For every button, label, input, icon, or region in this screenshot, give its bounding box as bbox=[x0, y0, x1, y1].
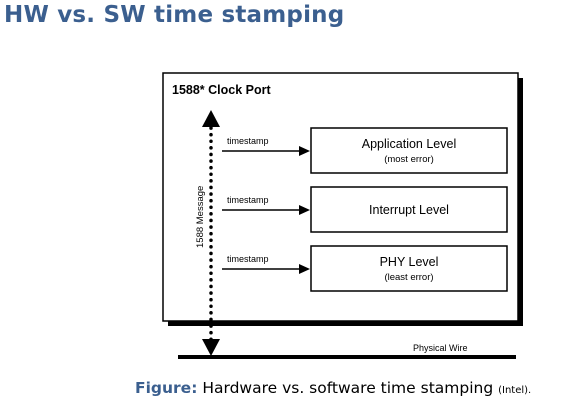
level-name-phy: PHY Level bbox=[380, 255, 439, 269]
timestamp-arrowhead-interrupt bbox=[299, 205, 310, 215]
level-box-application bbox=[310, 127, 508, 174]
message-arrow-up-head bbox=[202, 110, 220, 127]
level-note-phy: (least error) bbox=[384, 272, 433, 283]
level-note-application: (most error) bbox=[384, 154, 434, 165]
caption-text: Hardware vs. software time stamping bbox=[197, 379, 499, 397]
level-name-application: Application Level bbox=[362, 137, 457, 151]
timestamp-label-application: timestamp bbox=[227, 136, 269, 146]
level-name-interrupt: Interrupt Level bbox=[369, 203, 449, 217]
caption-label: Figure: bbox=[135, 379, 198, 397]
level-box-interrupt bbox=[310, 186, 508, 233]
level-box-phy bbox=[310, 245, 508, 292]
slide-title: HW vs. SW time stamping bbox=[4, 2, 345, 28]
message-arrow-down-head bbox=[202, 339, 220, 356]
timestamp-label-phy: timestamp bbox=[227, 254, 269, 264]
timestamp-arrowhead-application bbox=[299, 146, 310, 156]
timestamp-arrowhead-phy bbox=[299, 264, 310, 274]
caption-source: (Intel). bbox=[498, 385, 532, 396]
physical-wire bbox=[178, 355, 516, 359]
message-label: 1588 Message bbox=[195, 186, 206, 248]
timestamp-label-interrupt: timestamp bbox=[227, 195, 269, 205]
physical-wire-label: Physical Wire bbox=[413, 343, 468, 353]
clock-port-title: 1588* Clock Port bbox=[172, 83, 271, 97]
figure-caption: Figure: Hardware vs. software time stamp… bbox=[135, 379, 531, 397]
